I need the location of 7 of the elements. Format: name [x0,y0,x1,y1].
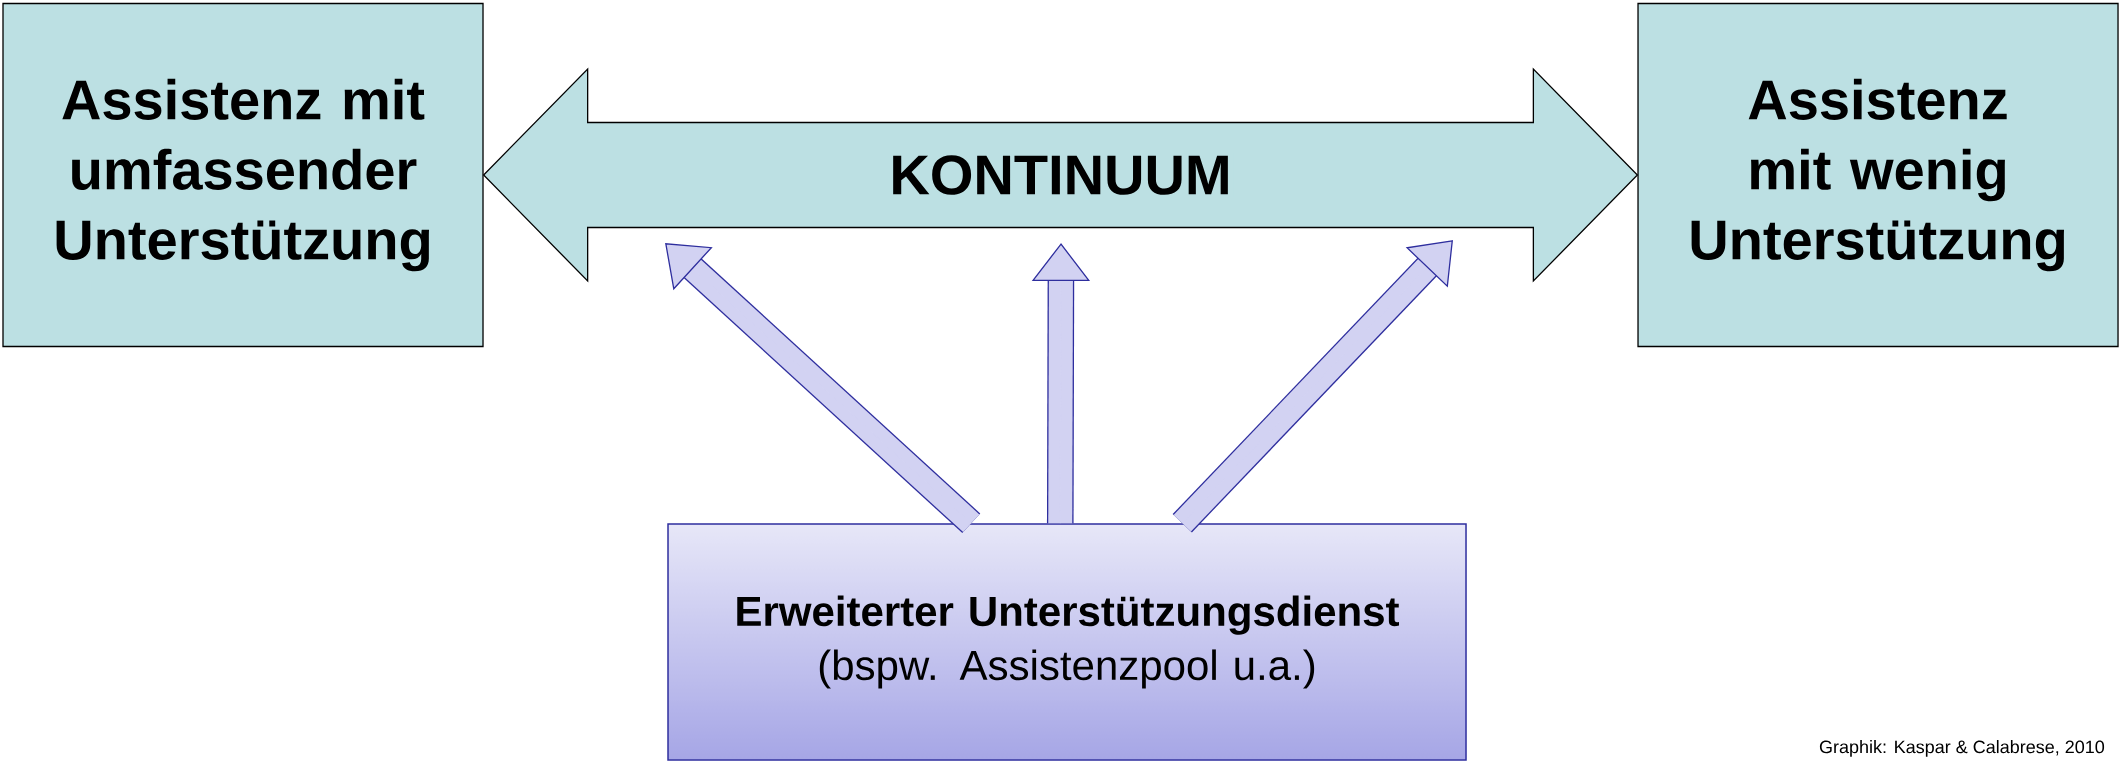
block-arrow [1172,240,1453,533]
edge-label: KONTINUUM [887,153,1234,197]
support-box: Assistenz mit umfassender Unterstützung [2,2,484,348]
service-box: Erweiterter Unterstützungsdienst (bspw. Assistenzpool u.a.) [667,523,1467,761]
credit-text: Graphik: Kaspar & Calabrese, 2010 [1819,740,2105,757]
block-arrow [665,243,981,534]
support-box: Assistenz mit wenig Unterstützung [1637,2,2119,348]
